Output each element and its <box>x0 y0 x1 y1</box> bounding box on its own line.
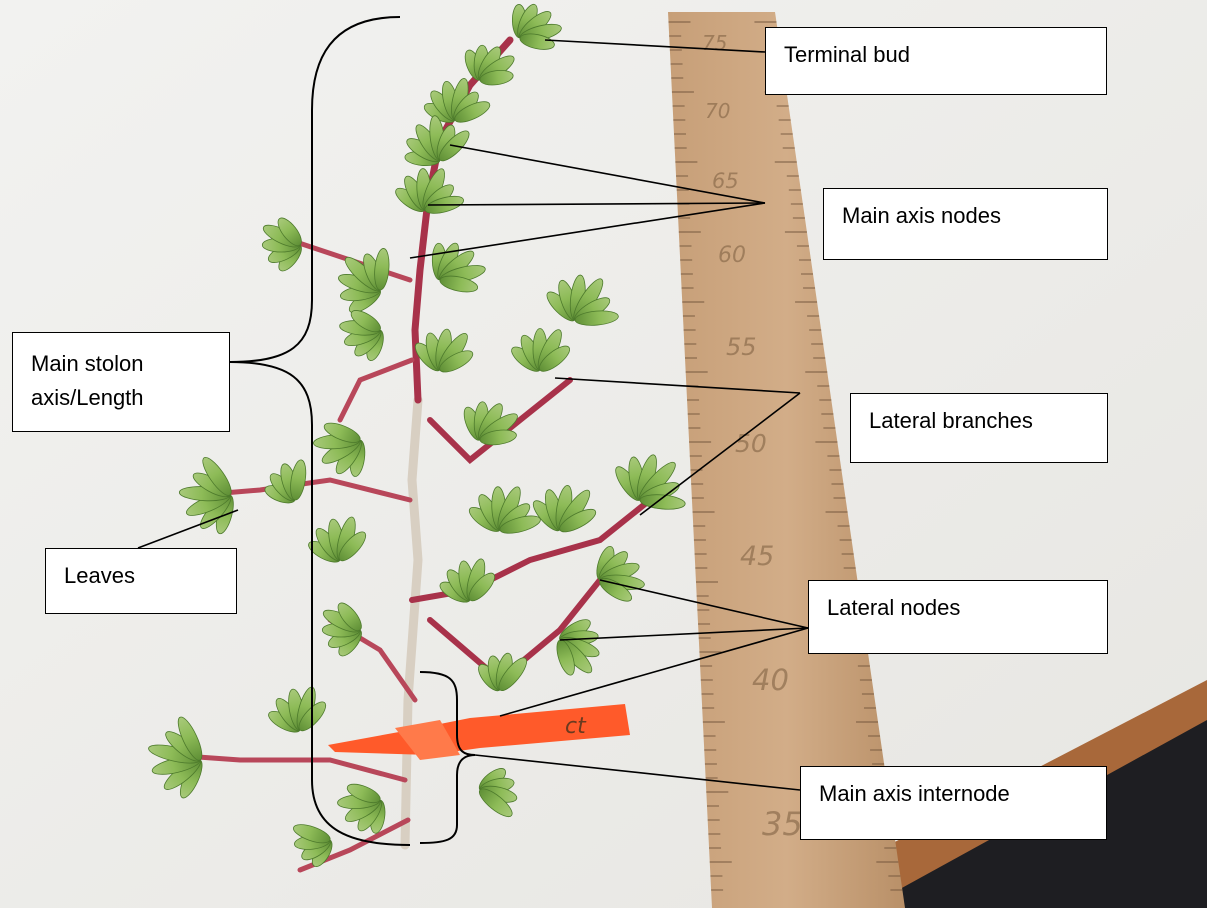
label-main-axis-nodes: Main axis nodes <box>823 188 1108 260</box>
ruler-mark: 75 <box>702 31 727 55</box>
label-main-stolon: Main stolon axis/Length <box>12 332 230 432</box>
label-main-axis-internode: Main axis internode <box>800 766 1107 840</box>
ruler-mark: 40 <box>752 663 789 697</box>
ruler-mark: 70 <box>705 99 730 123</box>
ruler-mark: 55 <box>726 333 757 361</box>
label-lateral-branches: Lateral branches <box>850 393 1108 463</box>
ruler-mark: 65 <box>712 169 739 193</box>
label-main-stolon-text: Main stolon axis/Length <box>31 347 201 415</box>
label-terminal-bud: Terminal bud <box>765 27 1107 95</box>
flag-tag-text: ct <box>565 714 587 739</box>
ruler-mark: 45 <box>740 541 774 572</box>
label-lateral-nodes: Lateral nodes <box>808 580 1108 654</box>
ruler-mark: 50 <box>735 429 767 458</box>
ruler-mark: 60 <box>718 243 746 268</box>
label-main-axis-internode-text: Main axis internode <box>819 781 1010 806</box>
label-lateral-branches-text: Lateral branches <box>869 408 1033 433</box>
label-leaves-text: Leaves <box>64 563 135 588</box>
label-terminal-bud-text: Terminal bud <box>784 42 910 67</box>
ruler-mark: 35 <box>762 805 803 843</box>
label-lateral-nodes-text: Lateral nodes <box>827 595 960 620</box>
label-leaves: Leaves <box>45 548 237 614</box>
label-main-axis-nodes-text: Main axis nodes <box>842 203 1001 228</box>
